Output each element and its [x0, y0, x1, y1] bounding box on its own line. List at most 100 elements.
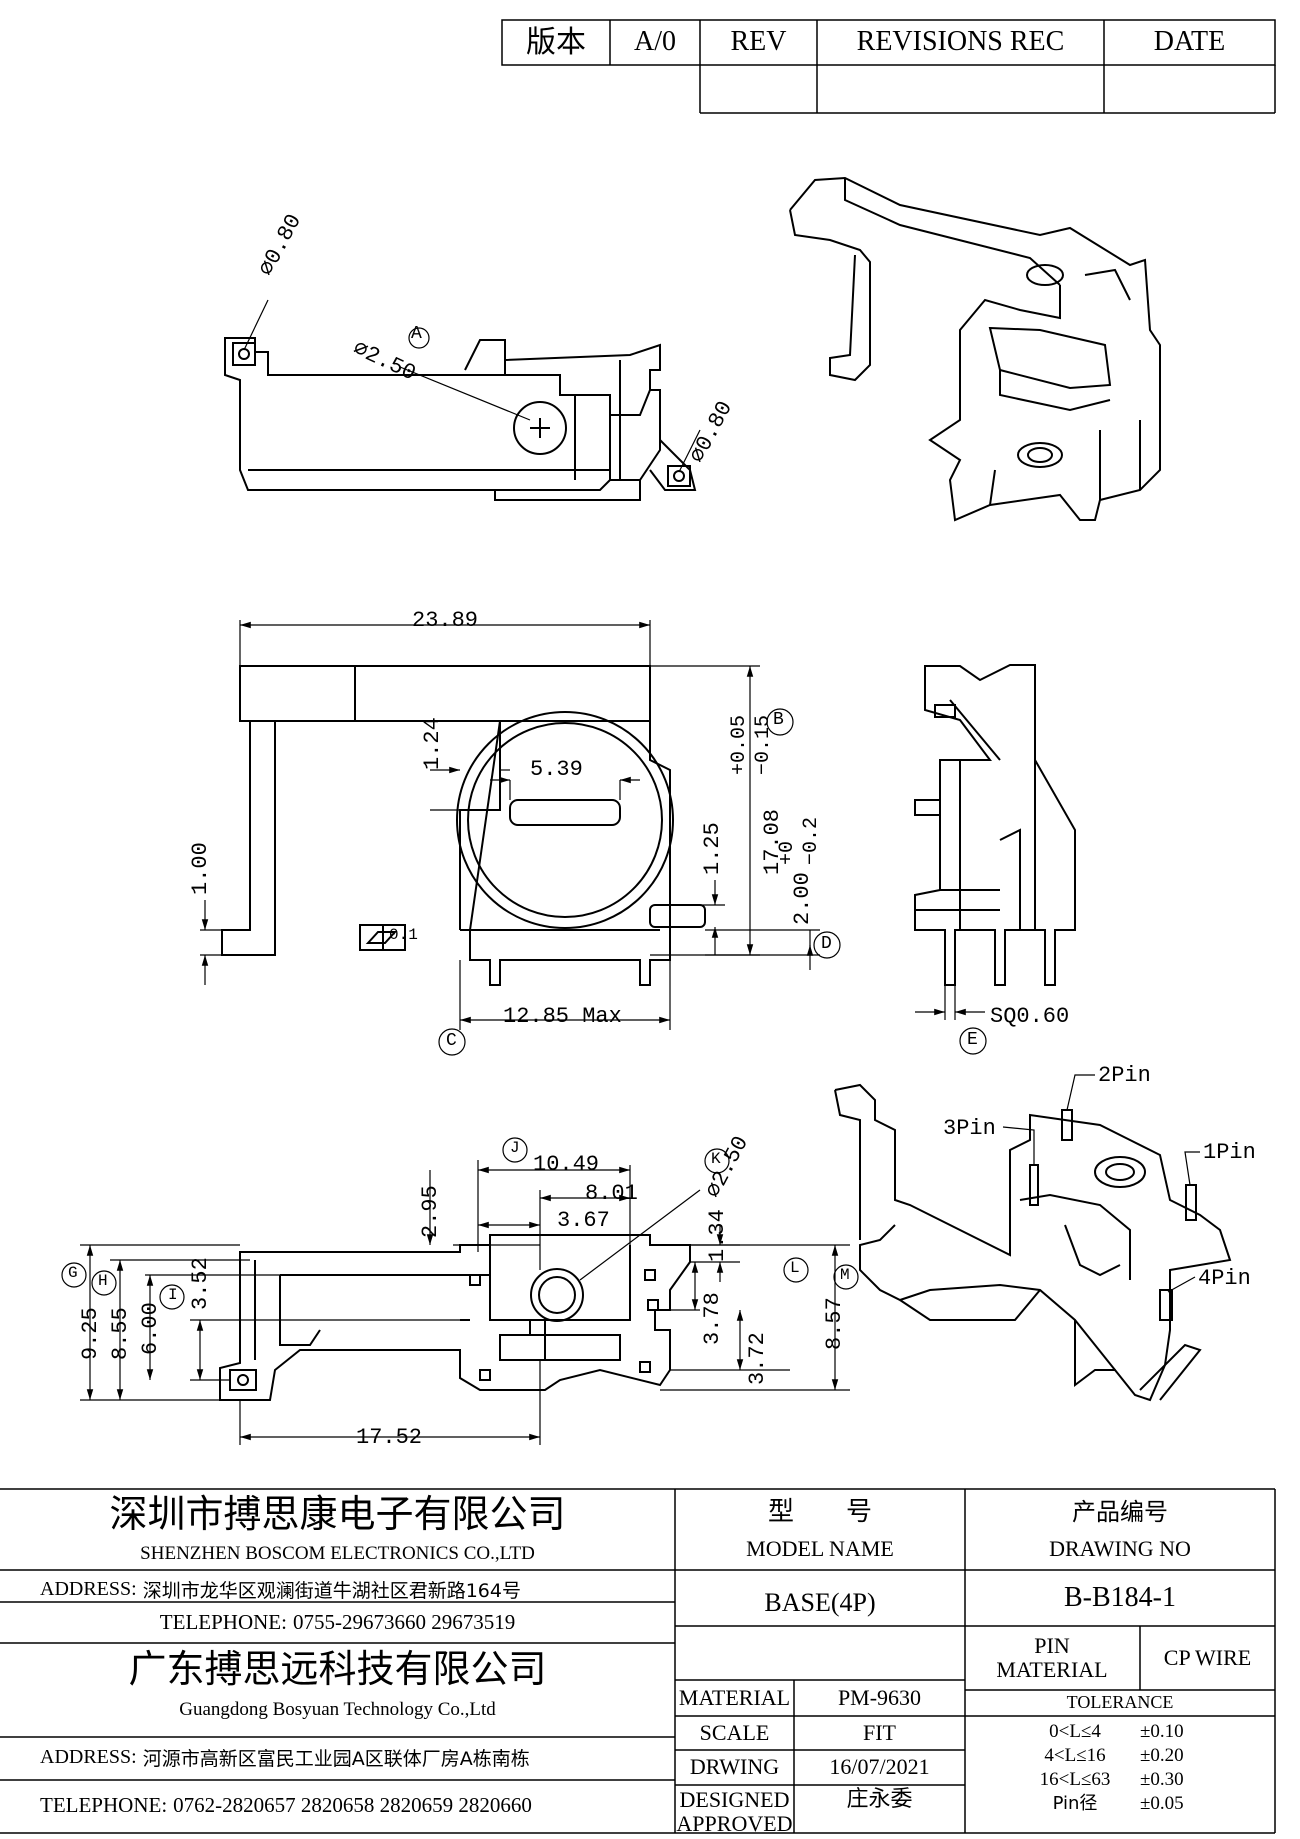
rev-header: REV: [730, 26, 787, 58]
datum-e: E: [967, 1030, 978, 1050]
dim-width-max: 12.85 Max: [503, 1004, 622, 1029]
address1-value: 深圳市龙华区观澜街道牛湖社区君新路164号: [142, 1579, 521, 1602]
dim-height-tol-lower: −0.15: [752, 714, 775, 775]
revisions-header: REVISIONS REC: [856, 26, 1065, 58]
label-2pin: 2Pin: [1098, 1063, 1151, 1088]
datum-c: C: [446, 1031, 457, 1051]
dim-1-25: 1.25: [700, 822, 725, 875]
datum-j: J: [510, 1139, 520, 1157]
dim-1-24: 1.24: [420, 717, 445, 770]
dim-8-57: 8.57: [822, 1297, 847, 1350]
drawing-no-value: B-B184-1: [1064, 1581, 1176, 1613]
address1-label: ADDRESS:: [40, 1577, 137, 1600]
dim-pin-len: 2.00: [790, 872, 815, 925]
datum-g: G: [68, 1264, 78, 1282]
datum-k: K: [711, 1150, 721, 1168]
drawing-date: 16/07/2021: [829, 1754, 930, 1780]
dim-3-78: 3.78: [700, 1292, 725, 1345]
side-view: [914, 664, 1076, 986]
drawing-no-label-cn: 产品编号: [1072, 1497, 1168, 1526]
title-block-frame: [0, 1488, 1276, 1834]
iso-view-top: [789, 176, 1161, 522]
side-view-dims: [915, 985, 987, 1055]
dim-1-34: 1.34: [705, 1209, 730, 1262]
company-en: SHENZHEN BOSCOM ELECTRONICS CO.,LTD: [140, 1542, 535, 1564]
iso-pin-leaders: [1002, 1074, 1200, 1293]
dim-17-52: 17.52: [356, 1425, 423, 1450]
dim-6-00: 6.00: [138, 1302, 163, 1355]
tolerance-header: TOLERANCE: [1066, 1692, 1174, 1713]
drawing-label: DRWING: [689, 1754, 780, 1780]
top-view: [224, 337, 697, 501]
dim-2-95: 2.95: [418, 1185, 443, 1238]
telephone1-value: 0755-29673660 29673519: [292, 1609, 516, 1634]
model-label-en: MODEL NAME: [746, 1535, 894, 1561]
tolerance-row: Pin径±0.05: [1052, 1793, 1184, 1814]
dim-pin-tol-lower: −0.2: [800, 816, 823, 865]
tolerance-table: 0<L≤4±0.10 4<L≤16±0.20 16<L≤63±0.30 Pin径…: [1010, 1720, 1260, 1816]
address2-value: 河源市高新区富民工业园A区联体厂房A栋南栋: [142, 1747, 530, 1770]
datum-l: L: [790, 1259, 800, 1277]
label-1pin: 1Pin: [1203, 1140, 1256, 1165]
telephone1-label: TELEPHONE:: [159, 1609, 287, 1634]
drawing-area: [61, 176, 1232, 1445]
dim-pin-sq: SQ0.60: [990, 1004, 1070, 1029]
dim-3-52: 3.52: [188, 1257, 213, 1310]
model-label-cn: 型 号: [767, 1496, 872, 1527]
front-view-dims: [200, 620, 841, 1056]
address1: ADDRESS: 深圳市龙华区观澜街道牛湖社区君新路164号: [40, 1574, 521, 1604]
designed-value: 庄永委: [846, 1786, 913, 1812]
dim-9-25: 9.25: [78, 1307, 103, 1360]
material-value: PM-9630: [837, 1684, 922, 1710]
bottom-view: [219, 1234, 691, 1401]
dim-1-00: 1.00: [188, 842, 213, 895]
front-view: [221, 665, 706, 986]
dim-overall-width: 23.89: [412, 608, 479, 633]
telephone2-value: 0762-2820657 2820658 2820659 2820660: [173, 1792, 532, 1817]
dim-10-49: 10.49: [533, 1152, 600, 1177]
dim-3-67: 3.67: [557, 1208, 610, 1233]
company2-en: Guangdong Bosyuan Technology Co.,Ltd: [179, 1698, 496, 1720]
label-4pin: 4Pin: [1198, 1266, 1251, 1291]
dim-5-39: 5.39: [530, 757, 583, 782]
model-value: BASE(4P): [764, 1587, 876, 1617]
date-header: DATE: [1153, 26, 1226, 58]
version-value: A/0: [634, 26, 676, 58]
revision-block-frame: [501, 19, 1276, 114]
scale-value: FIT: [863, 1719, 896, 1745]
datum-b: B: [773, 710, 784, 730]
approved-value: [794, 1815, 965, 1833]
dim-8-01: 8.01: [585, 1181, 638, 1206]
dim-pin-tol-upper: +0: [776, 840, 799, 865]
dim-3-72: 3.72: [745, 1332, 770, 1385]
scale-label: SCALE: [699, 1719, 770, 1745]
pin-material-value: CP WIRE: [1163, 1644, 1252, 1670]
iso-view-bottom: [834, 1083, 1232, 1402]
approved-label: APPROVED: [676, 1810, 793, 1836]
dim-8-55: 8.55: [108, 1307, 133, 1360]
material-label: MATERIAL: [678, 1684, 791, 1710]
dim-height-tol-upper: +0.05: [728, 714, 751, 775]
label-3pin: 3Pin: [943, 1116, 996, 1141]
telephone2: TELEPHONE: 0762-2820657 2820658 2820659 …: [40, 1785, 532, 1825]
designed-label: DESIGNED: [679, 1786, 790, 1812]
telephone2-label: TELEPHONE:: [40, 1792, 168, 1817]
company2-cn: 广东搏思远科技有限公司: [128, 1647, 547, 1692]
flatness-value: 0.1: [389, 926, 418, 944]
address2: ADDRESS: 河源市高新区富民工业园A区联体厂房A栋南栋: [40, 1742, 530, 1772]
datum-a: A: [411, 324, 422, 344]
top-view-leaders: [243, 299, 701, 473]
pin-material-label: PIN MATERIAL: [996, 1632, 1108, 1682]
tolerance-row: 4<L≤16±0.20: [1044, 1745, 1184, 1766]
tolerance-row: 16<L≤63±0.30: [1039, 1769, 1184, 1790]
datum-m: M: [840, 1266, 850, 1284]
datum-h: H: [98, 1272, 108, 1290]
datum-i: I: [168, 1286, 178, 1304]
tolerance-row: 0<L≤4±0.10: [1049, 1721, 1184, 1742]
company-cn: 深圳市搏思康电子有限公司: [109, 1492, 566, 1537]
address2-label: ADDRESS:: [40, 1745, 137, 1768]
datum-d: D: [821, 934, 832, 954]
telephone1: TELEPHONE: 0755-29673660 29673519: [0, 1605, 675, 1640]
version-label: 版本: [526, 26, 586, 59]
drawing-no-label-en: DRAWING NO: [1049, 1535, 1191, 1561]
